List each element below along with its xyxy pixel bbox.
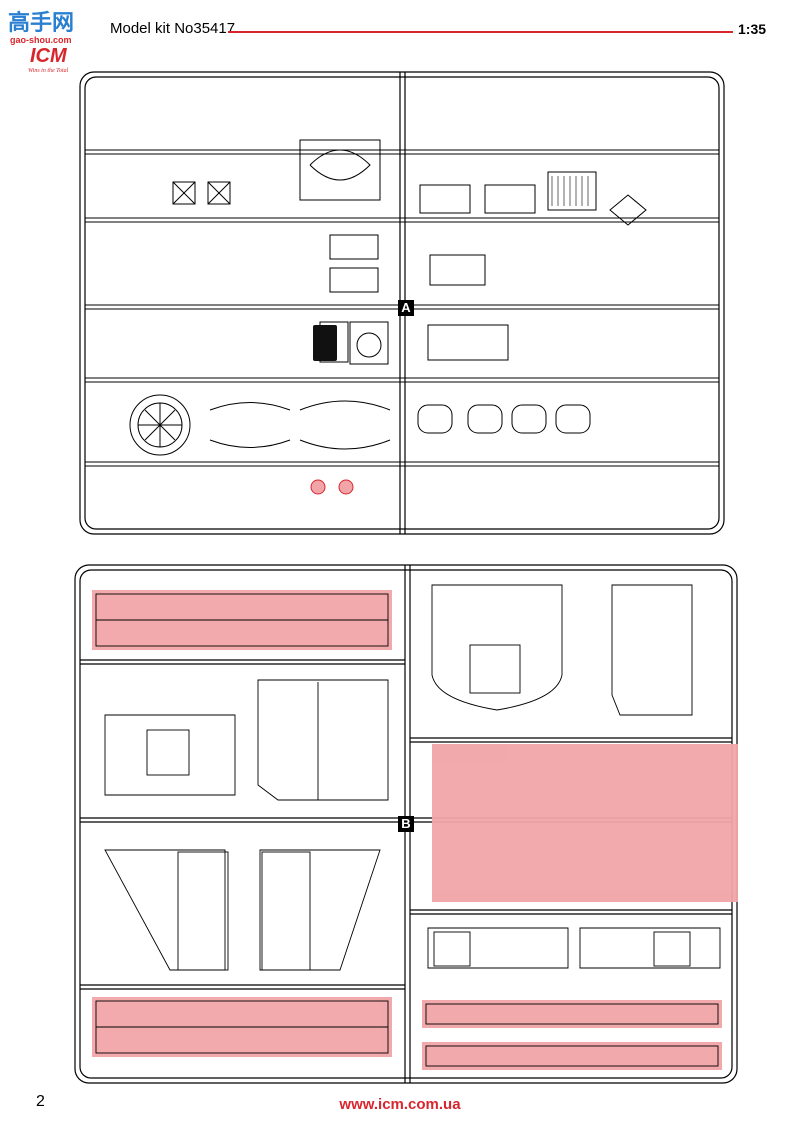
- sprue-a-frame: [79, 71, 725, 535]
- scale-label: 1:35: [738, 21, 767, 37]
- logo-chinese-text: 高手网: [8, 10, 74, 35]
- sprue-a-letter: A: [401, 300, 411, 315]
- sprue-b-frame: [74, 564, 738, 1084]
- svg-text:Wins in the Total: Wins in the Total: [28, 68, 69, 74]
- svg-text:gao-shou.com: gao-shou.com: [10, 35, 72, 45]
- kit-title: Model kit No35417: [110, 20, 236, 37]
- page-number: 2: [36, 1093, 45, 1110]
- icm-logo: 高手网 gao-shou.com ICM Wins in the Total: [6, 6, 101, 74]
- sprue-b-marker: [398, 816, 414, 832]
- sprue-b-letter: B: [401, 816, 411, 831]
- sprue-a-marker: [398, 300, 414, 316]
- svg-text:ICM: ICM: [30, 45, 68, 67]
- header-rule: [228, 31, 733, 33]
- website-link[interactable]: www.icm.com.ua: [339, 1096, 461, 1113]
